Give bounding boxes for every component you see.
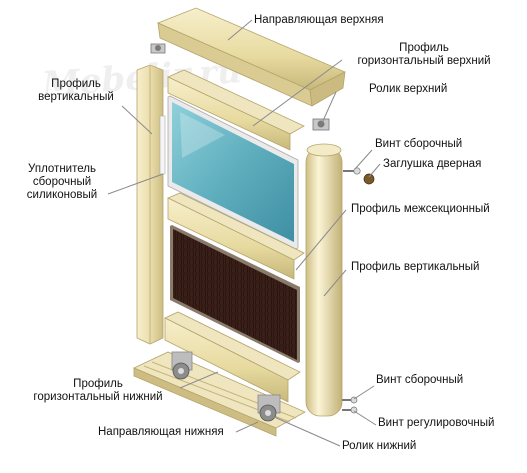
label-silicone-seal-line3: силиконовый: [26, 189, 98, 201]
assembly-screw-bottom: [342, 396, 358, 404]
label-bottom-horizontal-profile: Профиль горизонтальный нижний: [16, 378, 180, 404]
label-left-vertical-profile-line1: Профиль: [51, 78, 101, 90]
label-right-vertical-profile: Профиль вертикальный: [351, 261, 480, 273]
label-assembly-screw-bottom: Винт сборочный: [376, 374, 464, 386]
top-roller-left: [150, 43, 166, 54]
label-left-vertical-profile: Профиль вертикальный: [28, 78, 124, 104]
left-vertical-profile: [136, 64, 166, 345]
top-guide-rail: [156, 7, 346, 107]
bottom-horizontal-profile: [164, 311, 301, 403]
adjusting-screw: [342, 406, 358, 414]
label-silicone-seal-line1: Уплотнитель: [28, 163, 96, 175]
label-top-guide: Направляющая верхняя: [254, 14, 384, 26]
right-vertical-profile: [305, 143, 343, 417]
label-bottom-roller: Ролик нижний: [342, 440, 417, 452]
label-silicone-seal-line2: сборочный: [32, 176, 92, 188]
bottom-roller-right: [257, 394, 281, 422]
label-assembly-screw-top: Винт сборочный: [375, 138, 463, 150]
door-cap: [363, 173, 375, 185]
label-left-vertical-profile-line2: вертикальный: [38, 91, 114, 103]
label-door-cap: Заглушка дверная: [383, 158, 482, 170]
label-silicone-seal: Уплотнитель сборочный силиконовый: [15, 163, 109, 202]
middle-profile: [167, 192, 305, 280]
label-bottom-guide: Направляющая нижняя: [98, 426, 224, 438]
label-middle-profile: Профиль межсекционный: [351, 203, 490, 215]
label-bottom-horizontal-profile-line1: Профиль: [73, 378, 123, 390]
label-top-roller: Ролик верхний: [369, 83, 448, 95]
leader-lines: [107, 19, 381, 447]
glass-panel: [167, 95, 299, 250]
assembly-screw-top: [343, 167, 361, 175]
label-top-horizontal-profile: Профиль горизонтальный верхний: [344, 42, 504, 68]
top-roller-right: [312, 118, 330, 131]
top-horizontal-profile: [167, 69, 305, 151]
label-bottom-horizontal-profile-line2: горизонтальный нижний: [33, 391, 163, 403]
label-top-horizontal-profile-line2: горизонтальный верхний: [357, 55, 491, 67]
wood-panel: [170, 225, 300, 363]
label-top-horizontal-profile-line1: Профиль: [399, 42, 449, 54]
label-adjusting-screw: Винт регулировочный: [378, 417, 495, 429]
bottom-roller-left: [171, 351, 193, 380]
